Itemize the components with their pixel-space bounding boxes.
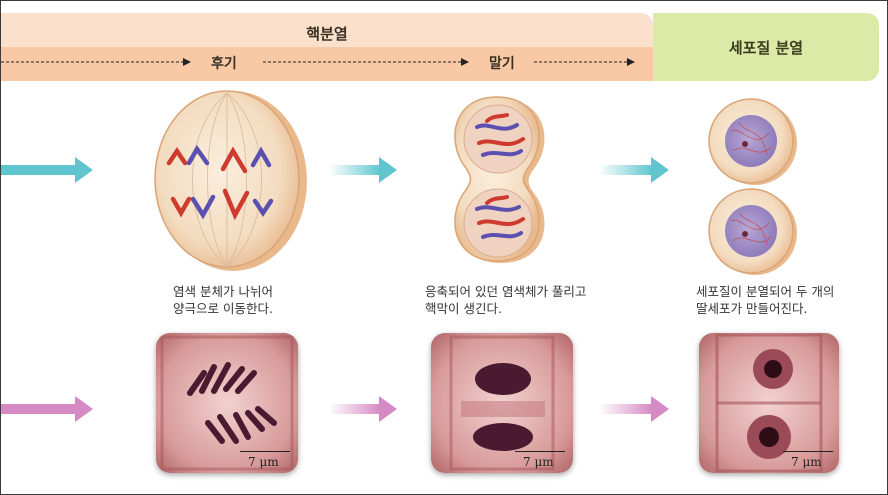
cytokinesis-caption-line-1: 세포질이 분열되어 두 개의 xyxy=(696,284,835,299)
anaphase-label: 후기 xyxy=(211,56,237,72)
cytokinesis-scale-label: 7 μm xyxy=(791,455,822,469)
telophase-label: 말기 xyxy=(489,56,515,72)
pink-arrow-2 xyxy=(331,396,397,422)
phase-bar xyxy=(1,47,653,81)
cytokinesis-caption: 세포질이 분열되어 두 개의 딸세포가 만들어진다. xyxy=(696,283,834,317)
telophase-cell-illustration xyxy=(454,96,545,263)
teal-arrow-1 xyxy=(1,157,93,183)
timeline-arrow-2 xyxy=(263,58,469,66)
timeline-arrow-3 xyxy=(534,58,635,66)
cytokinesis-title: 세포질 분열 xyxy=(728,38,804,57)
teal-arrow-3 xyxy=(601,157,669,183)
pink-arrow-1 xyxy=(1,396,93,422)
anaphase-cell-illustration xyxy=(154,90,307,271)
pink-arrow-3 xyxy=(601,396,669,422)
cytokinesis-caption-line-2: 딸세포가 만들어진다. xyxy=(696,301,808,316)
anaphase-caption-line-2: 양극으로 이동한다. xyxy=(173,301,273,316)
anaphase-scale-bar xyxy=(240,451,290,452)
telophase-scale-bar xyxy=(515,451,565,452)
timeline-arrow-1 xyxy=(1,58,191,66)
teal-arrow-2 xyxy=(331,157,397,183)
telophase-micrograph: 7 μm xyxy=(431,333,573,473)
anaphase-scale-label: 7 μm xyxy=(248,455,279,469)
cytokinesis-scale-bar xyxy=(783,451,833,452)
telophase-caption: 응축되어 있던 염색체가 풀리고 핵막이 생긴다. xyxy=(425,283,586,317)
anaphase-micrograph: 7 μm xyxy=(156,333,298,473)
telophase-scale-label: 7 μm xyxy=(523,455,554,469)
nuclear-division-title: 핵분열 xyxy=(306,25,348,43)
telophase-caption-line-2: 핵막이 생긴다. xyxy=(425,301,502,316)
cytokinesis-micrograph: 7 μm xyxy=(699,333,839,473)
cytokinesis-band: 세포질 분열 xyxy=(653,13,879,81)
anaphase-caption-line-1: 염색 분체가 나뉘어 xyxy=(173,284,273,299)
telophase-caption-line-1: 응축되어 있던 염색체가 풀리고 xyxy=(425,284,587,299)
anaphase-caption: 염색 분체가 나뉘어 양극으로 이동한다. xyxy=(173,283,273,317)
daughter-cells-illustration xyxy=(708,98,797,275)
